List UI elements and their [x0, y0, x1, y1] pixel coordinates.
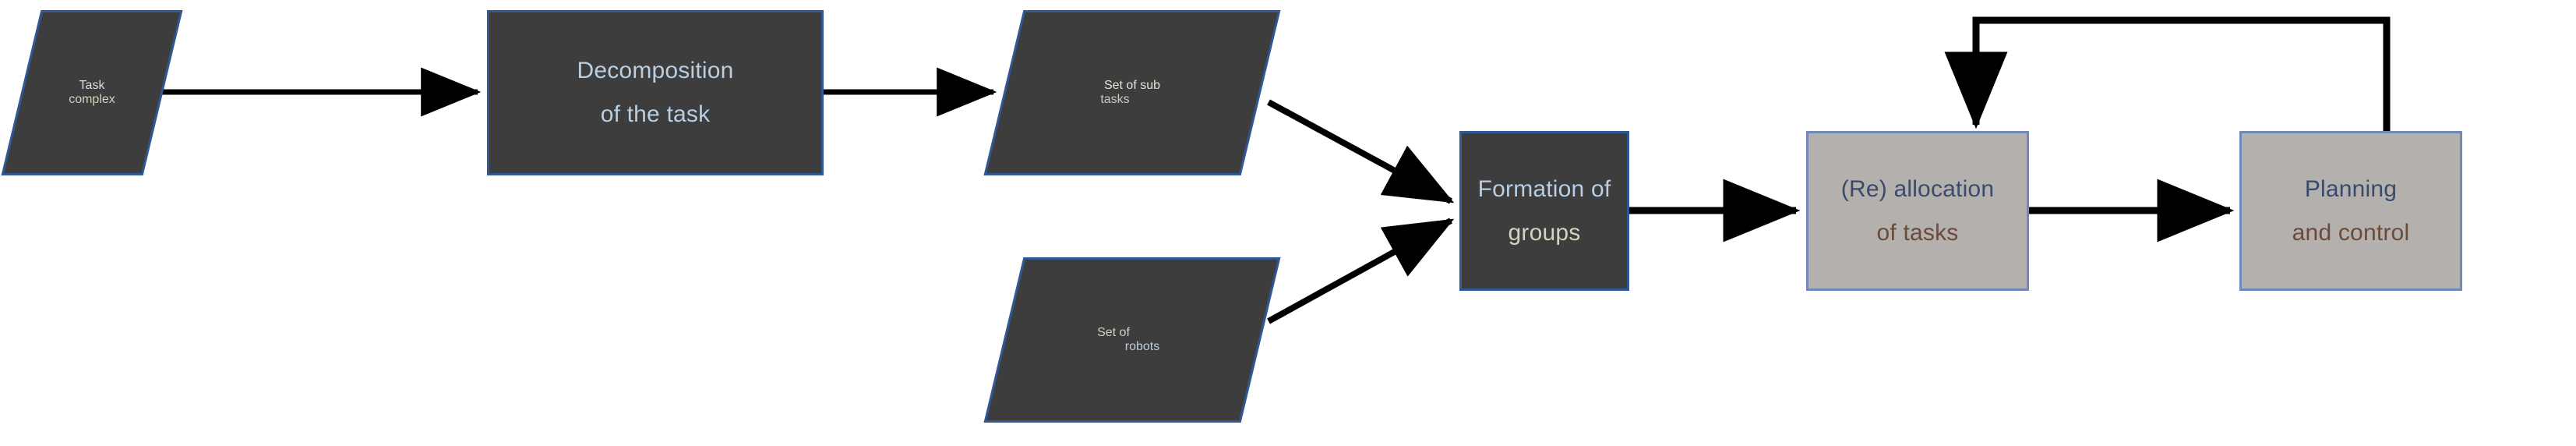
- edge-subtasks-to-formation: [1267, 99, 1455, 204]
- node-decomposition-line2: of the task: [600, 101, 711, 127]
- node-decomposition-line1: Decomposition: [577, 58, 734, 83]
- node-planning-and-control-line1: Planning: [2304, 175, 2398, 202]
- node-re-allocation-of-tasks[interactable]: (Re) allocation of tasks: [1806, 131, 2029, 291]
- node-formation-of-groups-line2: groups: [1508, 219, 1581, 246]
- edge-robots-to-formation: [1267, 218, 1455, 324]
- node-formation-of-groups[interactable]: Formation of groups: [1459, 131, 1629, 291]
- node-formation-of-groups-line1: Formation of: [1477, 175, 1611, 202]
- node-re-allocation-line1: (Re) allocation: [1840, 175, 1995, 202]
- node-re-allocation-line2: of tasks: [1876, 219, 1959, 246]
- node-planning-and-control[interactable]: Planning and control: [2239, 131, 2462, 291]
- node-set-of-robots[interactable]: [983, 257, 1281, 423]
- node-set-of-sub-tasks[interactable]: [983, 10, 1281, 175]
- node-planning-and-control-line2: and control: [2292, 219, 2410, 246]
- node-decomposition-of-the-task[interactable]: Decomposition of the task: [487, 10, 824, 175]
- edge-planning-feedback-to-reallocation: [1944, 16, 2391, 139]
